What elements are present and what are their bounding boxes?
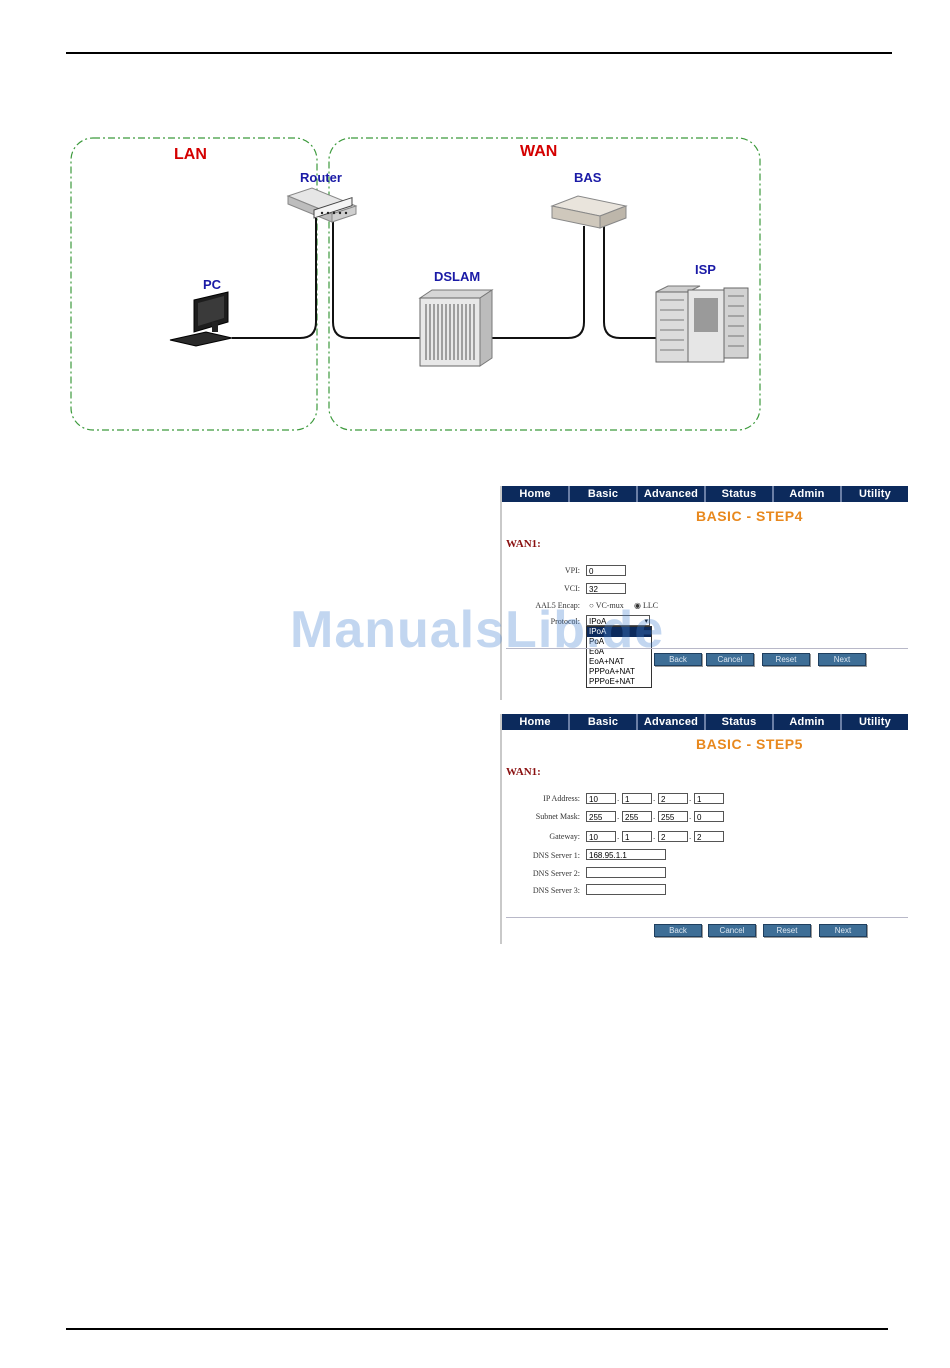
- isp-label: ISP: [695, 262, 716, 277]
- dot-separator: .: [689, 812, 691, 821]
- dot-separator: .: [689, 794, 691, 803]
- nav-utility[interactable]: Utility: [842, 714, 908, 730]
- dns2-label: DNS Server 2:: [500, 869, 580, 878]
- nav-bar: Home Basic Advanced Status Admin Utility: [502, 486, 908, 502]
- wan-zone-border: [329, 138, 760, 430]
- panel-frame: [500, 714, 502, 944]
- gw-octet-1[interactable]: 10: [586, 831, 616, 842]
- ip-octet-1[interactable]: 10: [586, 793, 616, 804]
- dot-separator: .: [617, 832, 619, 841]
- mask-octet-4[interactable]: 0: [694, 811, 724, 822]
- watermark-text: ManualsLib.de: [290, 600, 664, 660]
- gw-octet-4[interactable]: 2: [694, 831, 724, 842]
- vci-label: VCI:: [500, 584, 580, 593]
- bottom-rule: [66, 1328, 888, 1330]
- vci-input[interactable]: 32: [586, 583, 626, 594]
- cable-router-dslam: [333, 218, 420, 338]
- nav-home[interactable]: Home: [502, 486, 570, 502]
- vpi-label: VPI:: [500, 566, 580, 575]
- dns1-label: DNS Server 1:: [500, 851, 580, 860]
- panel-frame: [500, 486, 502, 700]
- router-device: [288, 188, 356, 222]
- router-label: Router: [300, 170, 342, 185]
- wan-label: WAN: [520, 143, 557, 161]
- mask-octet-1[interactable]: 255: [586, 811, 616, 822]
- cable-pc-router: [232, 218, 316, 338]
- cable-dslam-bas: [492, 226, 584, 338]
- protocol-option[interactable]: PPPoA+NAT: [587, 667, 651, 677]
- protocol-option[interactable]: PPPoE+NAT: [587, 677, 651, 687]
- subnet-mask-label: Subnet Mask:: [500, 812, 580, 821]
- next-button[interactable]: Next: [818, 653, 866, 666]
- dslam-device: [420, 290, 492, 366]
- mask-octet-2[interactable]: 255: [622, 811, 652, 822]
- ip-address-label: IP Address:: [500, 794, 580, 803]
- dot-separator: .: [689, 832, 691, 841]
- cancel-button[interactable]: Cancel: [706, 653, 754, 666]
- nav-admin[interactable]: Admin: [774, 486, 842, 502]
- nav-advanced[interactable]: Advanced: [638, 486, 706, 502]
- gw-octet-2[interactable]: 1: [622, 831, 652, 842]
- nav-utility[interactable]: Utility: [842, 486, 908, 502]
- pc-label: PC: [203, 277, 221, 292]
- dot-separator: .: [617, 812, 619, 821]
- ip-octet-2[interactable]: 1: [622, 793, 652, 804]
- nav-advanced[interactable]: Advanced: [638, 714, 706, 730]
- dns1-input[interactable]: 168.95.1.1: [586, 849, 666, 860]
- reset-button[interactable]: Reset: [762, 653, 810, 666]
- diagram-graphics: [0, 0, 950, 460]
- network-diagram: LAN WAN Router BAS PC DSLAM ISP: [0, 0, 950, 460]
- dns3-input[interactable]: [586, 884, 666, 895]
- dns2-input[interactable]: [586, 867, 666, 878]
- lan-label: LAN: [174, 146, 207, 164]
- next-button[interactable]: Next: [819, 924, 867, 937]
- isp-servers: [656, 286, 748, 362]
- wan-title: WAN1:: [506, 538, 541, 550]
- nav-status[interactable]: Status: [706, 486, 774, 502]
- ip-octet-4[interactable]: 1: [694, 793, 724, 804]
- cancel-button[interactable]: Cancel: [708, 924, 756, 937]
- pc-device: [170, 292, 232, 346]
- mask-octet-3[interactable]: 255: [658, 811, 688, 822]
- ip-octet-3[interactable]: 2: [658, 793, 688, 804]
- cable-bas-isp: [604, 226, 660, 338]
- nav-home[interactable]: Home: [502, 714, 570, 730]
- bas-label: BAS: [574, 170, 601, 185]
- dot-separator: .: [617, 794, 619, 803]
- nav-status[interactable]: Status: [706, 714, 774, 730]
- lan-zone-border: [71, 138, 317, 430]
- bas-device: [552, 196, 626, 228]
- divider: [506, 917, 908, 918]
- nav-bar: Home Basic Advanced Status Admin Utility: [502, 714, 908, 730]
- nav-basic[interactable]: Basic: [570, 714, 638, 730]
- page-title: BASIC - STEP4: [696, 508, 803, 524]
- page-title: BASIC - STEP5: [696, 736, 803, 752]
- wan-title: WAN1:: [506, 766, 541, 778]
- nav-basic[interactable]: Basic: [570, 486, 638, 502]
- vpi-input[interactable]: 0: [586, 565, 626, 576]
- step5-panel: Home Basic Advanced Status Admin Utility…: [500, 714, 908, 944]
- dot-separator: .: [653, 812, 655, 821]
- dslam-label: DSLAM: [434, 269, 480, 284]
- gateway-label: Gateway:: [500, 832, 580, 841]
- dot-separator: .: [653, 794, 655, 803]
- dot-separator: .: [653, 832, 655, 841]
- step4-panel: Home Basic Advanced Status Admin Utility…: [500, 486, 908, 700]
- dns3-label: DNS Server 3:: [500, 886, 580, 895]
- gw-octet-3[interactable]: 2: [658, 831, 688, 842]
- reset-button[interactable]: Reset: [763, 924, 811, 937]
- back-button[interactable]: Back: [654, 924, 702, 937]
- nav-admin[interactable]: Admin: [774, 714, 842, 730]
